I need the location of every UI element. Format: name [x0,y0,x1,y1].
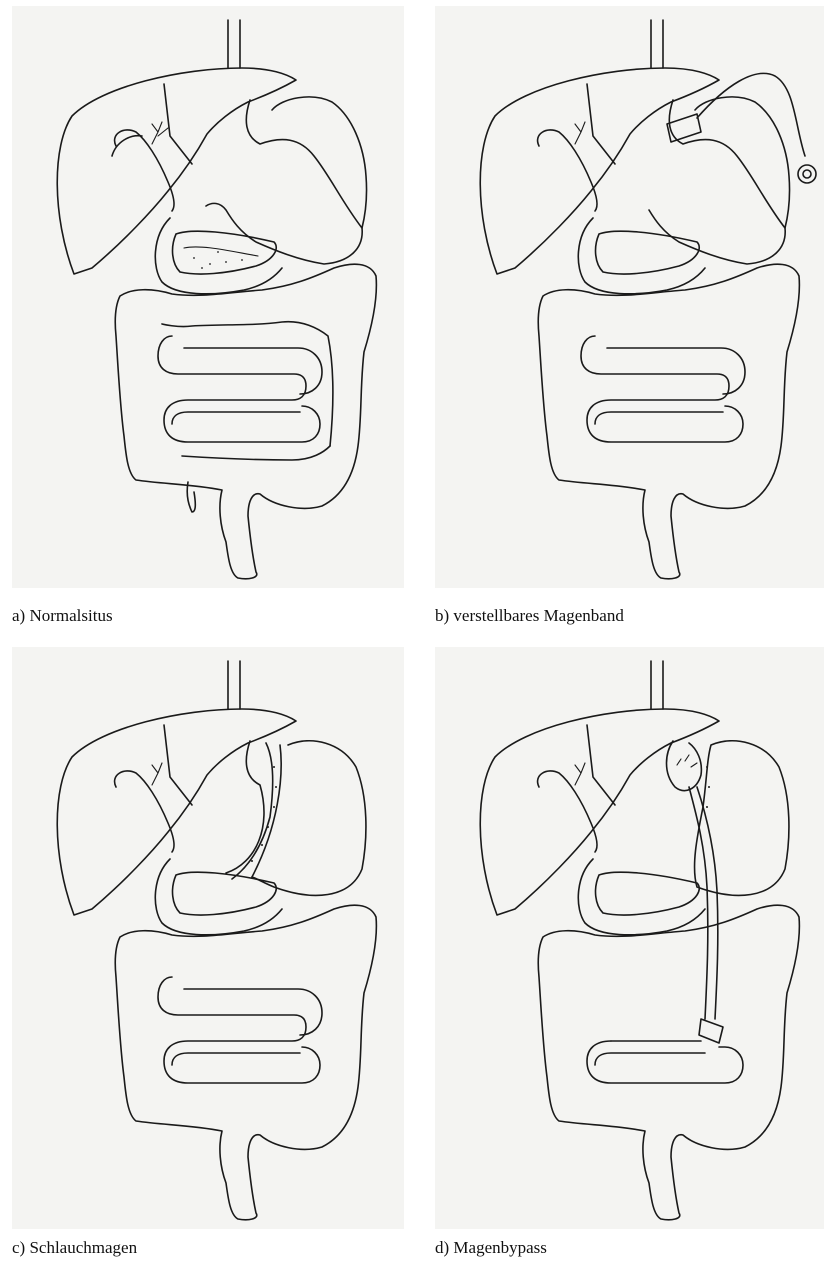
panel-normalsitus [12,6,404,588]
digestive-illustration-d [435,647,824,1229]
stomach [206,97,367,264]
gastric-pouch [667,741,702,791]
gallbladder [115,122,175,211]
caption-b: b) verstellbares Magenband [435,606,624,626]
colon [538,905,799,1220]
caption-a: a) Normalsitus [12,606,113,626]
sleeve-stomach [226,741,366,896]
stomach-with-band [649,73,816,264]
pancreas-duodenum [155,859,282,935]
pancreas-duodenum [155,218,282,294]
gallbladder [538,763,598,852]
small-intestine [158,322,333,460]
bypassed-stomach [695,741,789,896]
esophagus [228,20,240,68]
pancreas-duodenum [578,218,705,294]
digestive-illustration-b [435,6,824,588]
colon [538,264,799,579]
panel-schlauchmagen [12,647,404,1229]
small-intestine [581,336,745,442]
liver [480,709,719,915]
colon [115,905,376,1220]
digestive-illustration-c [12,647,404,1229]
anastomosis [699,1019,723,1043]
gallbladder [115,763,175,852]
caption-d: d) Magenbypass [435,1238,547,1258]
gastric-band [667,114,701,142]
colon [115,264,376,579]
esophagus [651,20,663,68]
caption-c: c) Schlauchmagen [12,1238,137,1258]
esophagus [651,661,663,709]
small-intestine [587,1041,743,1083]
esophagus [228,661,240,709]
port [798,165,816,183]
panel-magenband [435,6,824,588]
alimentary-limb [689,787,723,1043]
liver [57,709,296,915]
small-intestine [158,977,322,1083]
gallbladder [538,122,598,211]
digestive-illustration-a [12,6,404,588]
panel-magenbypass [435,647,824,1229]
pancreas-duodenum [578,859,705,935]
